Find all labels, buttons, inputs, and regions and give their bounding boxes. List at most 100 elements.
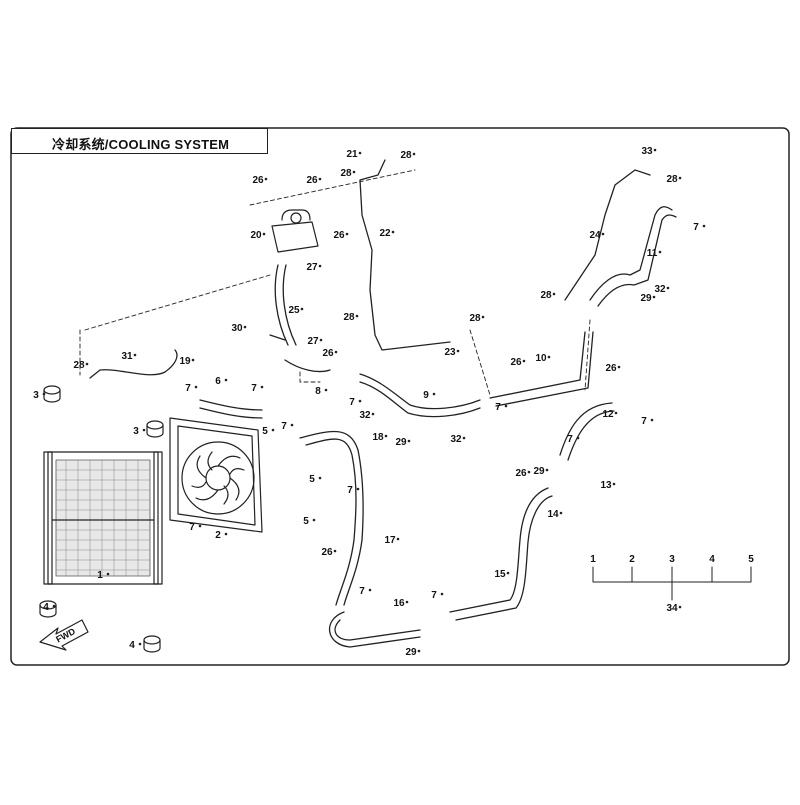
callout-dot bbox=[371, 412, 375, 416]
callout-dot bbox=[617, 365, 621, 369]
callout-7: 7 bbox=[185, 383, 191, 394]
fwd-arrow-icon bbox=[39, 619, 89, 651]
callout-dot bbox=[133, 353, 137, 357]
callout-11: 11 bbox=[647, 248, 658, 259]
callout-dot bbox=[318, 264, 322, 268]
callout-dot bbox=[614, 411, 618, 415]
callout-7: 7 bbox=[189, 522, 195, 533]
callout-5: 5 bbox=[309, 474, 315, 485]
callout-dot bbox=[356, 487, 360, 491]
callout-2: 2 bbox=[215, 530, 221, 541]
callout-dot bbox=[506, 571, 510, 575]
callout-dot bbox=[405, 600, 409, 604]
callout-dot bbox=[678, 605, 682, 609]
callout-dot bbox=[432, 392, 436, 396]
callout-dot bbox=[391, 230, 395, 234]
callout-31: 31 bbox=[121, 351, 133, 362]
callout-dot bbox=[324, 388, 328, 392]
callout-17: 17 bbox=[384, 535, 396, 546]
callout-29: 29 bbox=[640, 293, 652, 304]
callout-27: 27 bbox=[306, 262, 318, 273]
callout-28: 28 bbox=[340, 168, 352, 179]
callout-7: 7 bbox=[281, 421, 287, 432]
callout-28: 28 bbox=[540, 290, 552, 301]
diagram-title: 冷却系统/COOLING SYSTEM bbox=[52, 137, 230, 152]
callout-28: 28 bbox=[343, 312, 355, 323]
callout-dot bbox=[198, 524, 202, 528]
kit-part-2: 2 bbox=[629, 554, 635, 565]
callout-dot bbox=[352, 170, 356, 174]
callout-dot bbox=[138, 642, 142, 646]
callout-dot bbox=[42, 392, 46, 396]
callout-dot bbox=[300, 307, 304, 311]
callout-dot bbox=[652, 295, 656, 299]
callout-26: 26 bbox=[515, 468, 527, 479]
callout-7: 7 bbox=[251, 383, 257, 394]
callout-3: 3 bbox=[33, 390, 39, 401]
callout-4: 4 bbox=[43, 602, 49, 613]
callout-dot bbox=[678, 176, 682, 180]
callout-9: 9 bbox=[423, 390, 429, 401]
callout-28: 28 bbox=[73, 360, 85, 371]
callout-dot bbox=[194, 385, 198, 389]
callout-dot bbox=[462, 436, 466, 440]
callout-dot bbox=[440, 592, 444, 596]
callout-dot bbox=[271, 428, 275, 432]
callout-30: 30 bbox=[231, 323, 243, 334]
callout-12: 12 bbox=[602, 409, 614, 420]
callout-dot bbox=[407, 439, 411, 443]
callout-29: 29 bbox=[405, 647, 417, 658]
callout-dot bbox=[527, 470, 531, 474]
callout-32: 32 bbox=[450, 434, 462, 445]
callout-dot bbox=[658, 250, 662, 254]
callout-28: 28 bbox=[469, 313, 481, 324]
callout-dot bbox=[85, 362, 89, 366]
radiator bbox=[43, 451, 163, 585]
callout-10: 10 bbox=[535, 353, 547, 364]
callout-dot bbox=[545, 468, 549, 472]
callout-dot bbox=[191, 358, 195, 362]
callout-26: 26 bbox=[333, 230, 345, 241]
kit-part-4: 4 bbox=[709, 554, 715, 565]
callout-dot bbox=[334, 350, 338, 354]
callout-dot bbox=[358, 151, 362, 155]
callout-7: 7 bbox=[567, 434, 573, 445]
kit-bracket bbox=[592, 566, 752, 601]
callout-dot bbox=[290, 423, 294, 427]
callout-33: 33 bbox=[641, 146, 653, 157]
callout-dot bbox=[384, 434, 388, 438]
callout-dot bbox=[333, 549, 337, 553]
callout-26: 26 bbox=[510, 357, 522, 368]
callout-26: 26 bbox=[321, 547, 333, 558]
callout-14: 14 bbox=[547, 509, 559, 520]
callout-dot bbox=[52, 604, 56, 608]
callout-28: 28 bbox=[666, 174, 678, 185]
callout-28: 28 bbox=[400, 150, 412, 161]
callout-8: 8 bbox=[315, 386, 321, 397]
callout-19: 19 bbox=[179, 356, 191, 367]
callout-20: 20 bbox=[250, 230, 262, 241]
callout-dot bbox=[355, 314, 359, 318]
hoses bbox=[89, 159, 677, 648]
callout-24: 24 bbox=[589, 230, 601, 241]
callout-dot bbox=[318, 177, 322, 181]
callout-dot bbox=[547, 355, 551, 359]
callout-dot bbox=[224, 532, 228, 536]
callout-dot bbox=[612, 482, 616, 486]
callout-dot bbox=[142, 428, 146, 432]
callout-7: 7 bbox=[359, 586, 365, 597]
callout-1: 1 bbox=[97, 570, 103, 581]
callout-dot bbox=[345, 232, 349, 236]
callout-dot bbox=[368, 588, 372, 592]
callout-18: 18 bbox=[372, 432, 384, 443]
callout-26: 26 bbox=[306, 175, 318, 186]
mount-grommets bbox=[39, 385, 164, 653]
title-box: 冷却系统/COOLING SYSTEM bbox=[11, 128, 268, 154]
callout-21: 21 bbox=[346, 149, 358, 160]
kit-part-1: 1 bbox=[590, 554, 596, 565]
outer-border bbox=[10, 127, 790, 666]
callout-23: 23 bbox=[444, 347, 456, 358]
callout-16: 16 bbox=[393, 598, 405, 609]
callout-29: 29 bbox=[533, 466, 545, 477]
